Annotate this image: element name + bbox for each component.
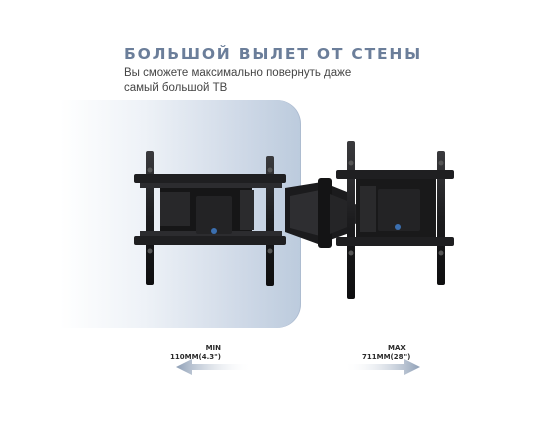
folded-mount: [134, 151, 286, 286]
min-title: MIN: [205, 344, 221, 352]
min-value: 110MM(4.3"): [170, 352, 221, 361]
min-arrow: [176, 359, 252, 375]
subtitle-line-1: Вы сможете максимально повернуть даже: [124, 67, 352, 79]
subtitle: Вы сможете максимально повернуть даже са…: [124, 66, 384, 96]
max-title: MAX: [388, 344, 406, 352]
extended-mount: [336, 141, 454, 299]
max-distance-label: MAX 711MM(28"): [362, 344, 410, 361]
subtitle-line-2: самый большой ТВ: [124, 82, 228, 94]
headline: БОЛЬШОЙ ВЫЛЕТ ОТ СТЕНЫ: [124, 45, 422, 63]
max-value: 711MM(28"): [362, 352, 411, 361]
max-arrow: [344, 359, 420, 375]
min-distance-label: MIN 110MM(4.3"): [159, 344, 221, 361]
